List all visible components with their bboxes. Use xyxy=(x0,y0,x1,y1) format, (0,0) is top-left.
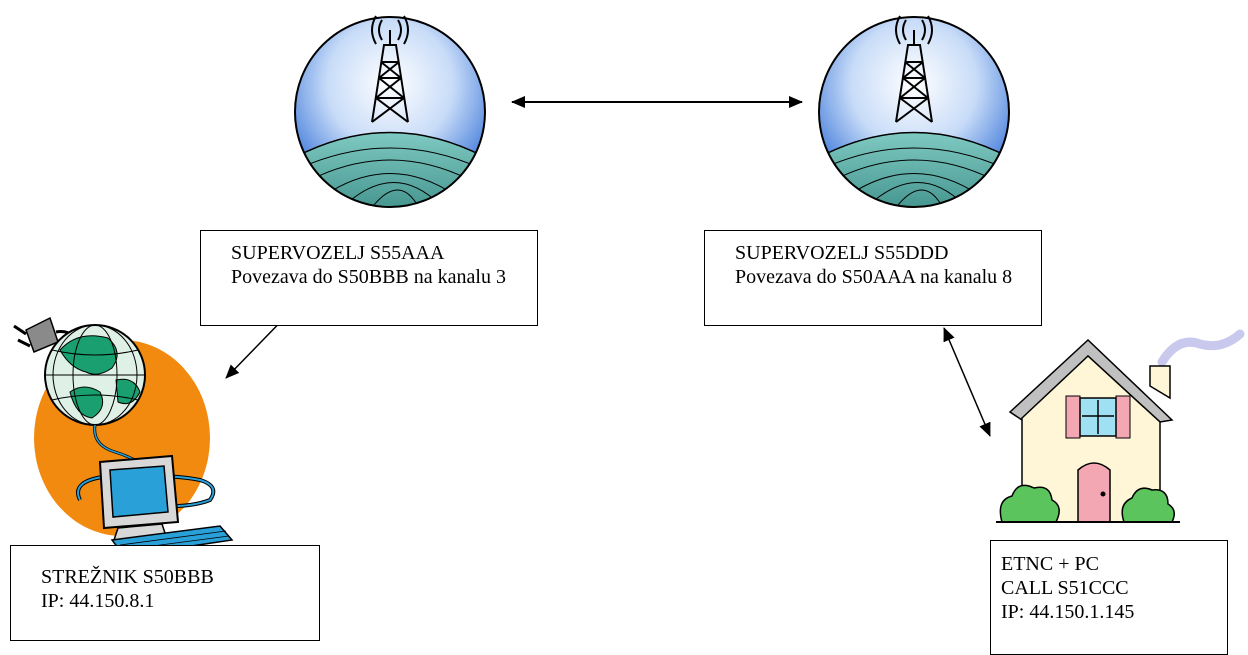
server-title: STREŽNIK S50BBB xyxy=(41,566,214,588)
globe-computer-icon xyxy=(13,316,234,557)
supernode-s55ddd-box: SUPERVOZELJ S55DDD Povezava do S50AAA na… xyxy=(704,230,1042,326)
supernode-s55aaa-box: SUPERVOZELJ S55AAA Povezava do S50BBB na… xyxy=(200,230,538,326)
radio-tower-icon xyxy=(294,15,486,208)
house-icon xyxy=(996,329,1245,523)
server-box: STREŽNIK S50BBB IP: 44.150.8.1 xyxy=(10,545,320,641)
supernode-link-info: Povezava do S50AAA na kanalu 8 xyxy=(735,266,1013,288)
home-equipment: ETNC + PC xyxy=(1001,553,1099,575)
server-ip: IP: 44.150.8.1 xyxy=(41,590,155,612)
link-arrow-home xyxy=(943,327,991,437)
home-callsign: CALL S51CCC xyxy=(1001,577,1129,599)
radio-tower-icon xyxy=(818,15,1010,208)
supernode-title: SUPERVOZELJ S55DDD xyxy=(735,242,949,264)
home-ip: IP: 44.150.1.145 xyxy=(1001,601,1135,623)
supernode-link-info: Povezava do S50BBB na kanalu 3 xyxy=(231,266,506,288)
supernode-title: SUPERVOZELJ S55AAA xyxy=(231,242,445,264)
home-station-box: ETNC + PC CALL S51CCC IP: 44.150.1.145 xyxy=(990,540,1228,655)
